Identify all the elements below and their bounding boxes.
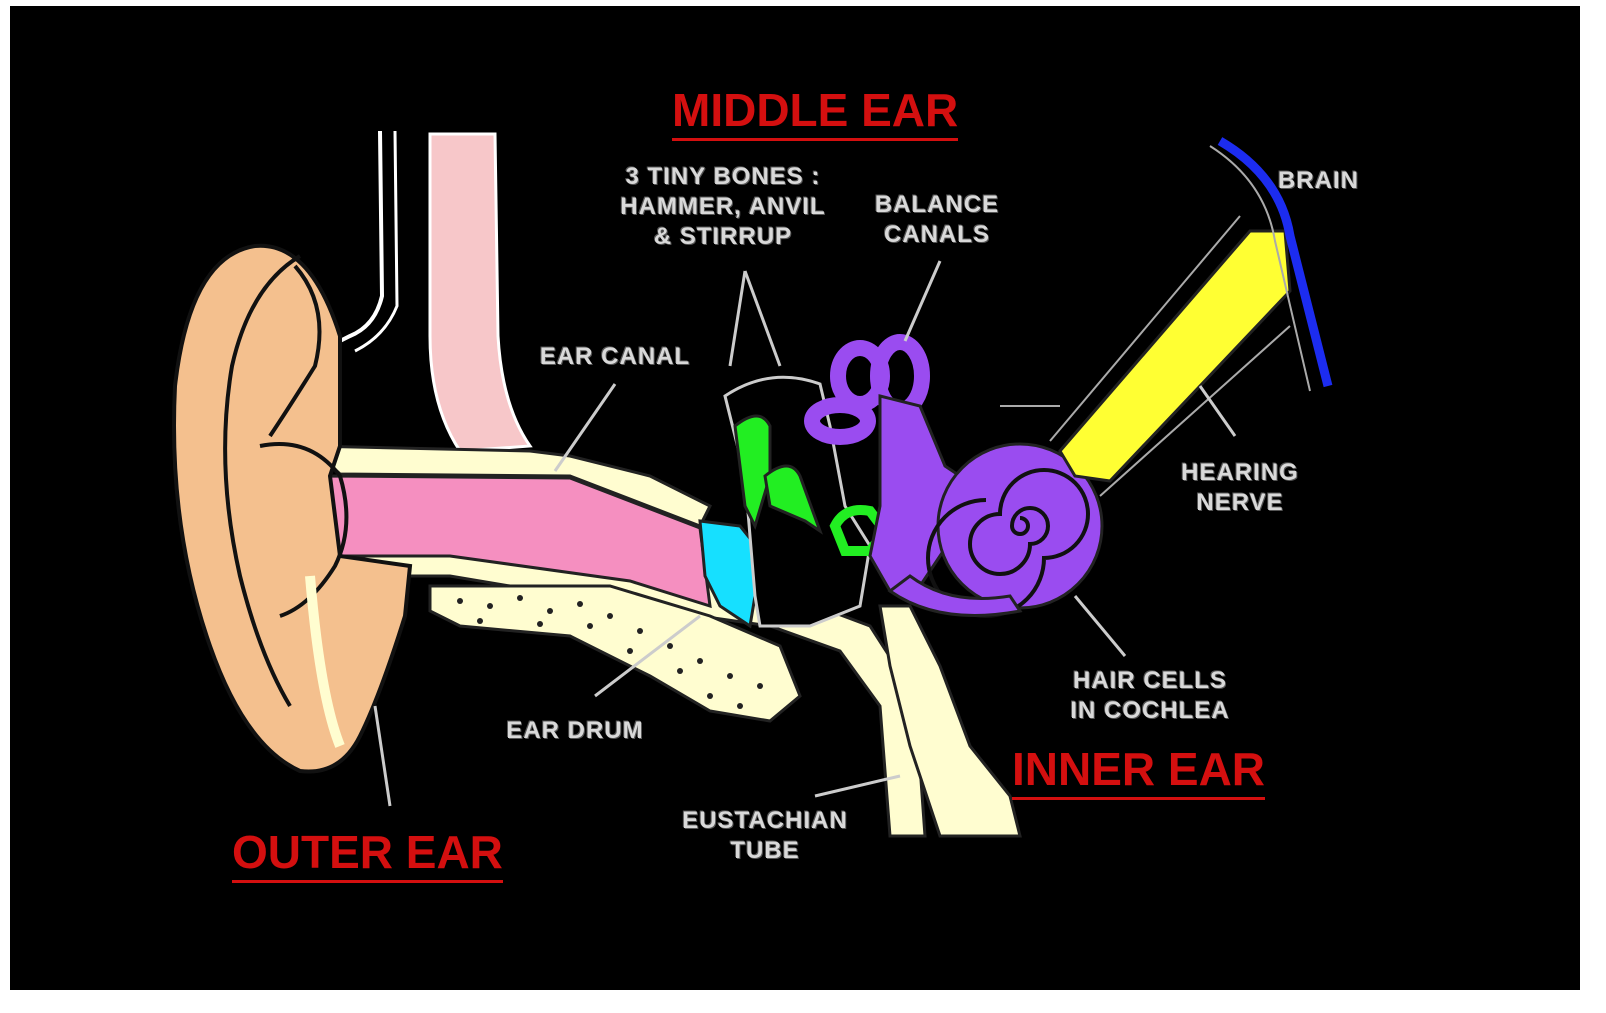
diagram-panel: MIDDLE EAR OUTER EAR INNER EAR 3 TINY BO… xyxy=(10,6,1580,990)
head-skin-outline xyxy=(340,131,382,341)
outer-ear-title: OUTER EAR xyxy=(232,826,503,883)
head-skin-outline-2 xyxy=(355,131,397,351)
blood-vessel xyxy=(430,134,530,451)
tiny-bones-label: 3 TINY BONES : HAMMER, ANVIL & STIRRUP xyxy=(598,162,848,252)
hearing-nerve-label: HEARING NERVE xyxy=(1170,458,1310,518)
balance-canals-line-1: BALANCE xyxy=(862,190,1012,220)
hearing-nerve-line-2: NERVE xyxy=(1170,488,1310,518)
hair-cells-line-1: HAIR CELLS xyxy=(1060,666,1240,696)
ear-drum-label: EAR DRUM xyxy=(500,716,650,746)
ear-canal-label: EAR CANAL xyxy=(530,342,700,372)
inner-ear-title: INNER EAR xyxy=(1012,743,1265,800)
balance-canals-line-2: CANALS xyxy=(862,220,1012,250)
hearing-nerve-line-1: HEARING xyxy=(1170,458,1310,488)
tiny-bones-line-3: & STIRRUP xyxy=(598,222,848,252)
hair-cells-label: HAIR CELLS IN COCHLEA xyxy=(1060,666,1240,726)
tiny-bones-line-2: HAMMER, ANVIL xyxy=(598,192,848,222)
tiny-bones-line-1: 3 TINY BONES : xyxy=(598,162,848,192)
middle-ear-title: MIDDLE EAR xyxy=(672,84,958,141)
eustachian-tube-line-2: TUBE xyxy=(670,836,860,866)
eustachian-tube-line-1: EUSTACHIAN xyxy=(670,806,860,836)
hair-cells-line-2: IN COCHLEA xyxy=(1060,696,1240,726)
balance-canals-label: BALANCE CANALS xyxy=(862,190,1012,250)
eustachian-tube-label: EUSTACHIAN TUBE xyxy=(670,806,860,866)
brain-label: BRAIN xyxy=(1278,166,1378,196)
